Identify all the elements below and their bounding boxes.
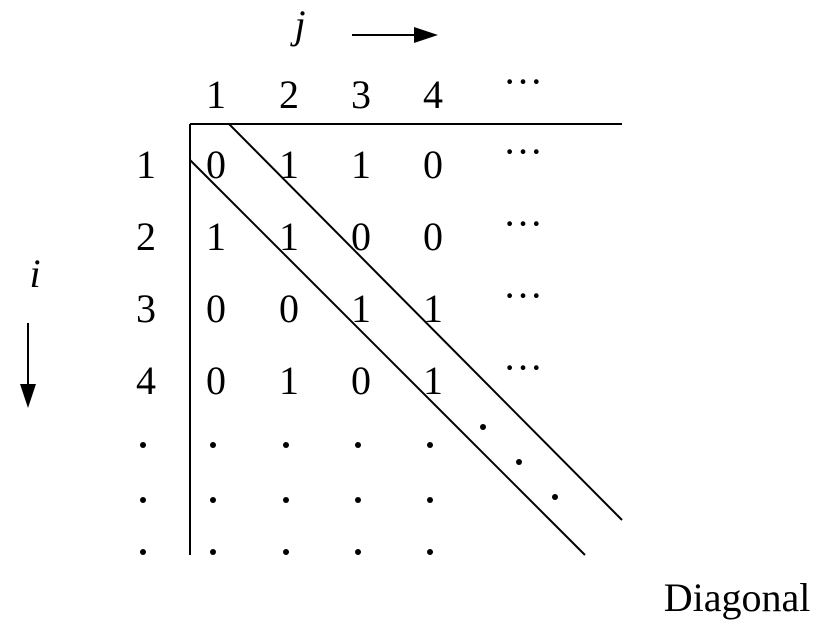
matrix-cell-3-1: 0: [206, 286, 226, 331]
continuation-dot: [140, 442, 146, 448]
row-arrow: [20, 323, 36, 408]
row-1-ellipsis: ···: [503, 129, 543, 174]
column-axis-label: j: [289, 2, 305, 47]
continuation-dot: [210, 442, 216, 448]
vertical-continuation-dots: [140, 442, 433, 555]
diagonal-band-lower-line: [189, 159, 586, 556]
matrix-cell-2-4: 0: [423, 214, 443, 259]
matrix-cell-4-4: 1: [423, 358, 443, 403]
matrix-cell-2-3: 0: [351, 214, 371, 259]
row-header-4: 4: [136, 358, 156, 403]
matrix-cell-3-3: 1: [351, 286, 371, 331]
matrix-cell-1-1: 0: [206, 142, 226, 187]
row-3-ellipsis: ···: [503, 273, 543, 318]
diagonal-dot: [552, 494, 558, 500]
column-header-ellipsis: ···: [503, 59, 543, 104]
row-4-ellipsis: ···: [503, 345, 543, 390]
continuation-dot: [283, 549, 289, 555]
column-header-2: 2: [279, 72, 299, 117]
matrix-cell-3-2: 0: [279, 286, 299, 331]
diagonal-dot: [480, 424, 486, 430]
continuation-dot: [427, 442, 433, 448]
matrix-cell-4-1: 0: [206, 358, 226, 403]
continuation-dot: [355, 549, 361, 555]
continuation-dot: [427, 549, 433, 555]
continuation-dot: [355, 497, 361, 503]
continuation-dot: [210, 549, 216, 555]
continuation-dot: [427, 497, 433, 503]
row-header-2: 2: [136, 214, 156, 259]
diagonal-caption: Diagonal: [664, 575, 811, 620]
matrix-cell-3-4: 1: [423, 286, 443, 331]
continuation-dot: [355, 442, 361, 448]
continuation-dot: [140, 497, 146, 503]
matrix-cell-2-1: 1: [206, 214, 226, 259]
continuation-dot: [210, 497, 216, 503]
diagonal-band-upper-line: [228, 123, 623, 521]
continuation-dot: [283, 442, 289, 448]
matrix-cell-4-3: 0: [351, 358, 371, 403]
matrix-cell-2-2: 1: [279, 214, 299, 259]
diagonal-dot: [516, 459, 522, 465]
matrix-cell-4-2: 1: [279, 358, 299, 403]
diagonal-continuation-dots: [480, 424, 558, 500]
matrix-cell-1-4: 0: [423, 142, 443, 187]
column-header-1: 1: [206, 72, 226, 117]
row-header-1: 1: [136, 142, 156, 187]
column-arrow: [352, 27, 438, 43]
column-header-3: 3: [351, 72, 371, 117]
continuation-dot: [283, 497, 289, 503]
row-2-ellipsis: ···: [503, 201, 543, 246]
matrix-cell-1-2: 1: [279, 142, 299, 187]
matrix-cell-1-3: 1: [351, 142, 371, 187]
row-axis-label: i: [29, 251, 40, 296]
row-header-3: 3: [136, 286, 156, 331]
continuation-dot: [140, 549, 146, 555]
column-header-4: 4: [423, 72, 443, 117]
